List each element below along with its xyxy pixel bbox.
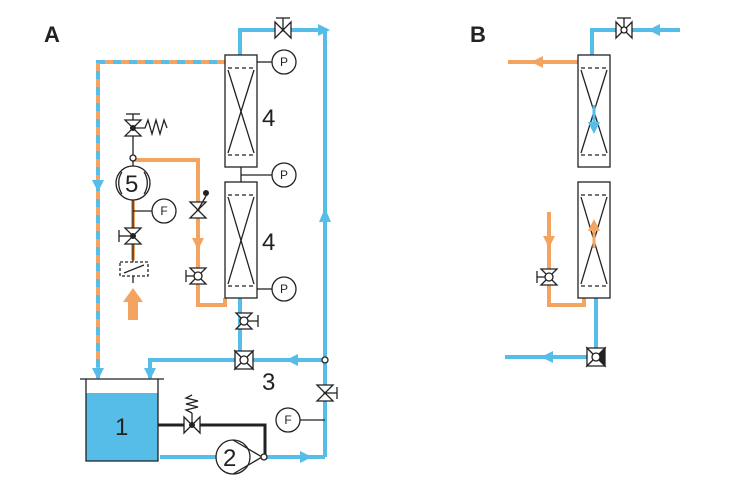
three-way-valve-number: 3 <box>262 369 275 396</box>
column-upper-number: 4 <box>262 105 275 132</box>
recycle-line <box>96 60 225 378</box>
valve-feed-b <box>536 268 558 286</box>
feed-filter <box>119 261 149 277</box>
pump-number: 2 <box>223 445 236 472</box>
pressure-gauge-middle: P <box>241 162 297 188</box>
peristaltic-pump <box>115 154 151 201</box>
valve-column-outlet <box>235 312 259 330</box>
valve-orange-upper <box>189 190 209 219</box>
valve-top-b <box>615 17 633 39</box>
svg-text:P: P <box>280 168 288 182</box>
tank <box>80 378 164 462</box>
column-lower <box>224 181 258 299</box>
three-way-valve-b <box>585 346 607 368</box>
column-upper <box>224 54 258 182</box>
relief-valve-bypass <box>183 394 201 434</box>
svg-text:P: P <box>280 55 288 69</box>
column-lower-number: 4 <box>262 229 275 256</box>
pressure-gauge-bottom: P <box>257 276 297 302</box>
three-way-valve <box>233 349 255 371</box>
feed-lines-b <box>508 56 586 307</box>
valve-riser <box>316 384 338 402</box>
svg-text:F: F <box>284 413 291 427</box>
panel-a-label: A <box>44 22 60 47</box>
tank-number: 1 <box>115 414 128 441</box>
flow-meter-main: F <box>275 407 325 433</box>
peristaltic-pump-number: 5 <box>125 171 138 198</box>
valve-feed <box>118 227 142 245</box>
flow-arrows-a <box>92 24 331 463</box>
pump-main <box>215 439 268 475</box>
flow-meter-feed: F <box>133 198 177 224</box>
valve-top-a <box>274 17 292 39</box>
valve-orange-lower <box>185 267 207 285</box>
bypass-line <box>158 423 267 457</box>
pressure-gauge-top: P <box>257 49 297 75</box>
svg-text:P: P <box>280 282 288 296</box>
svg-text:F: F <box>160 204 167 218</box>
junction-node <box>321 356 329 364</box>
column-upper-b <box>577 54 611 168</box>
column-lower-b <box>577 181 611 299</box>
panel-b-label: B <box>470 22 486 47</box>
